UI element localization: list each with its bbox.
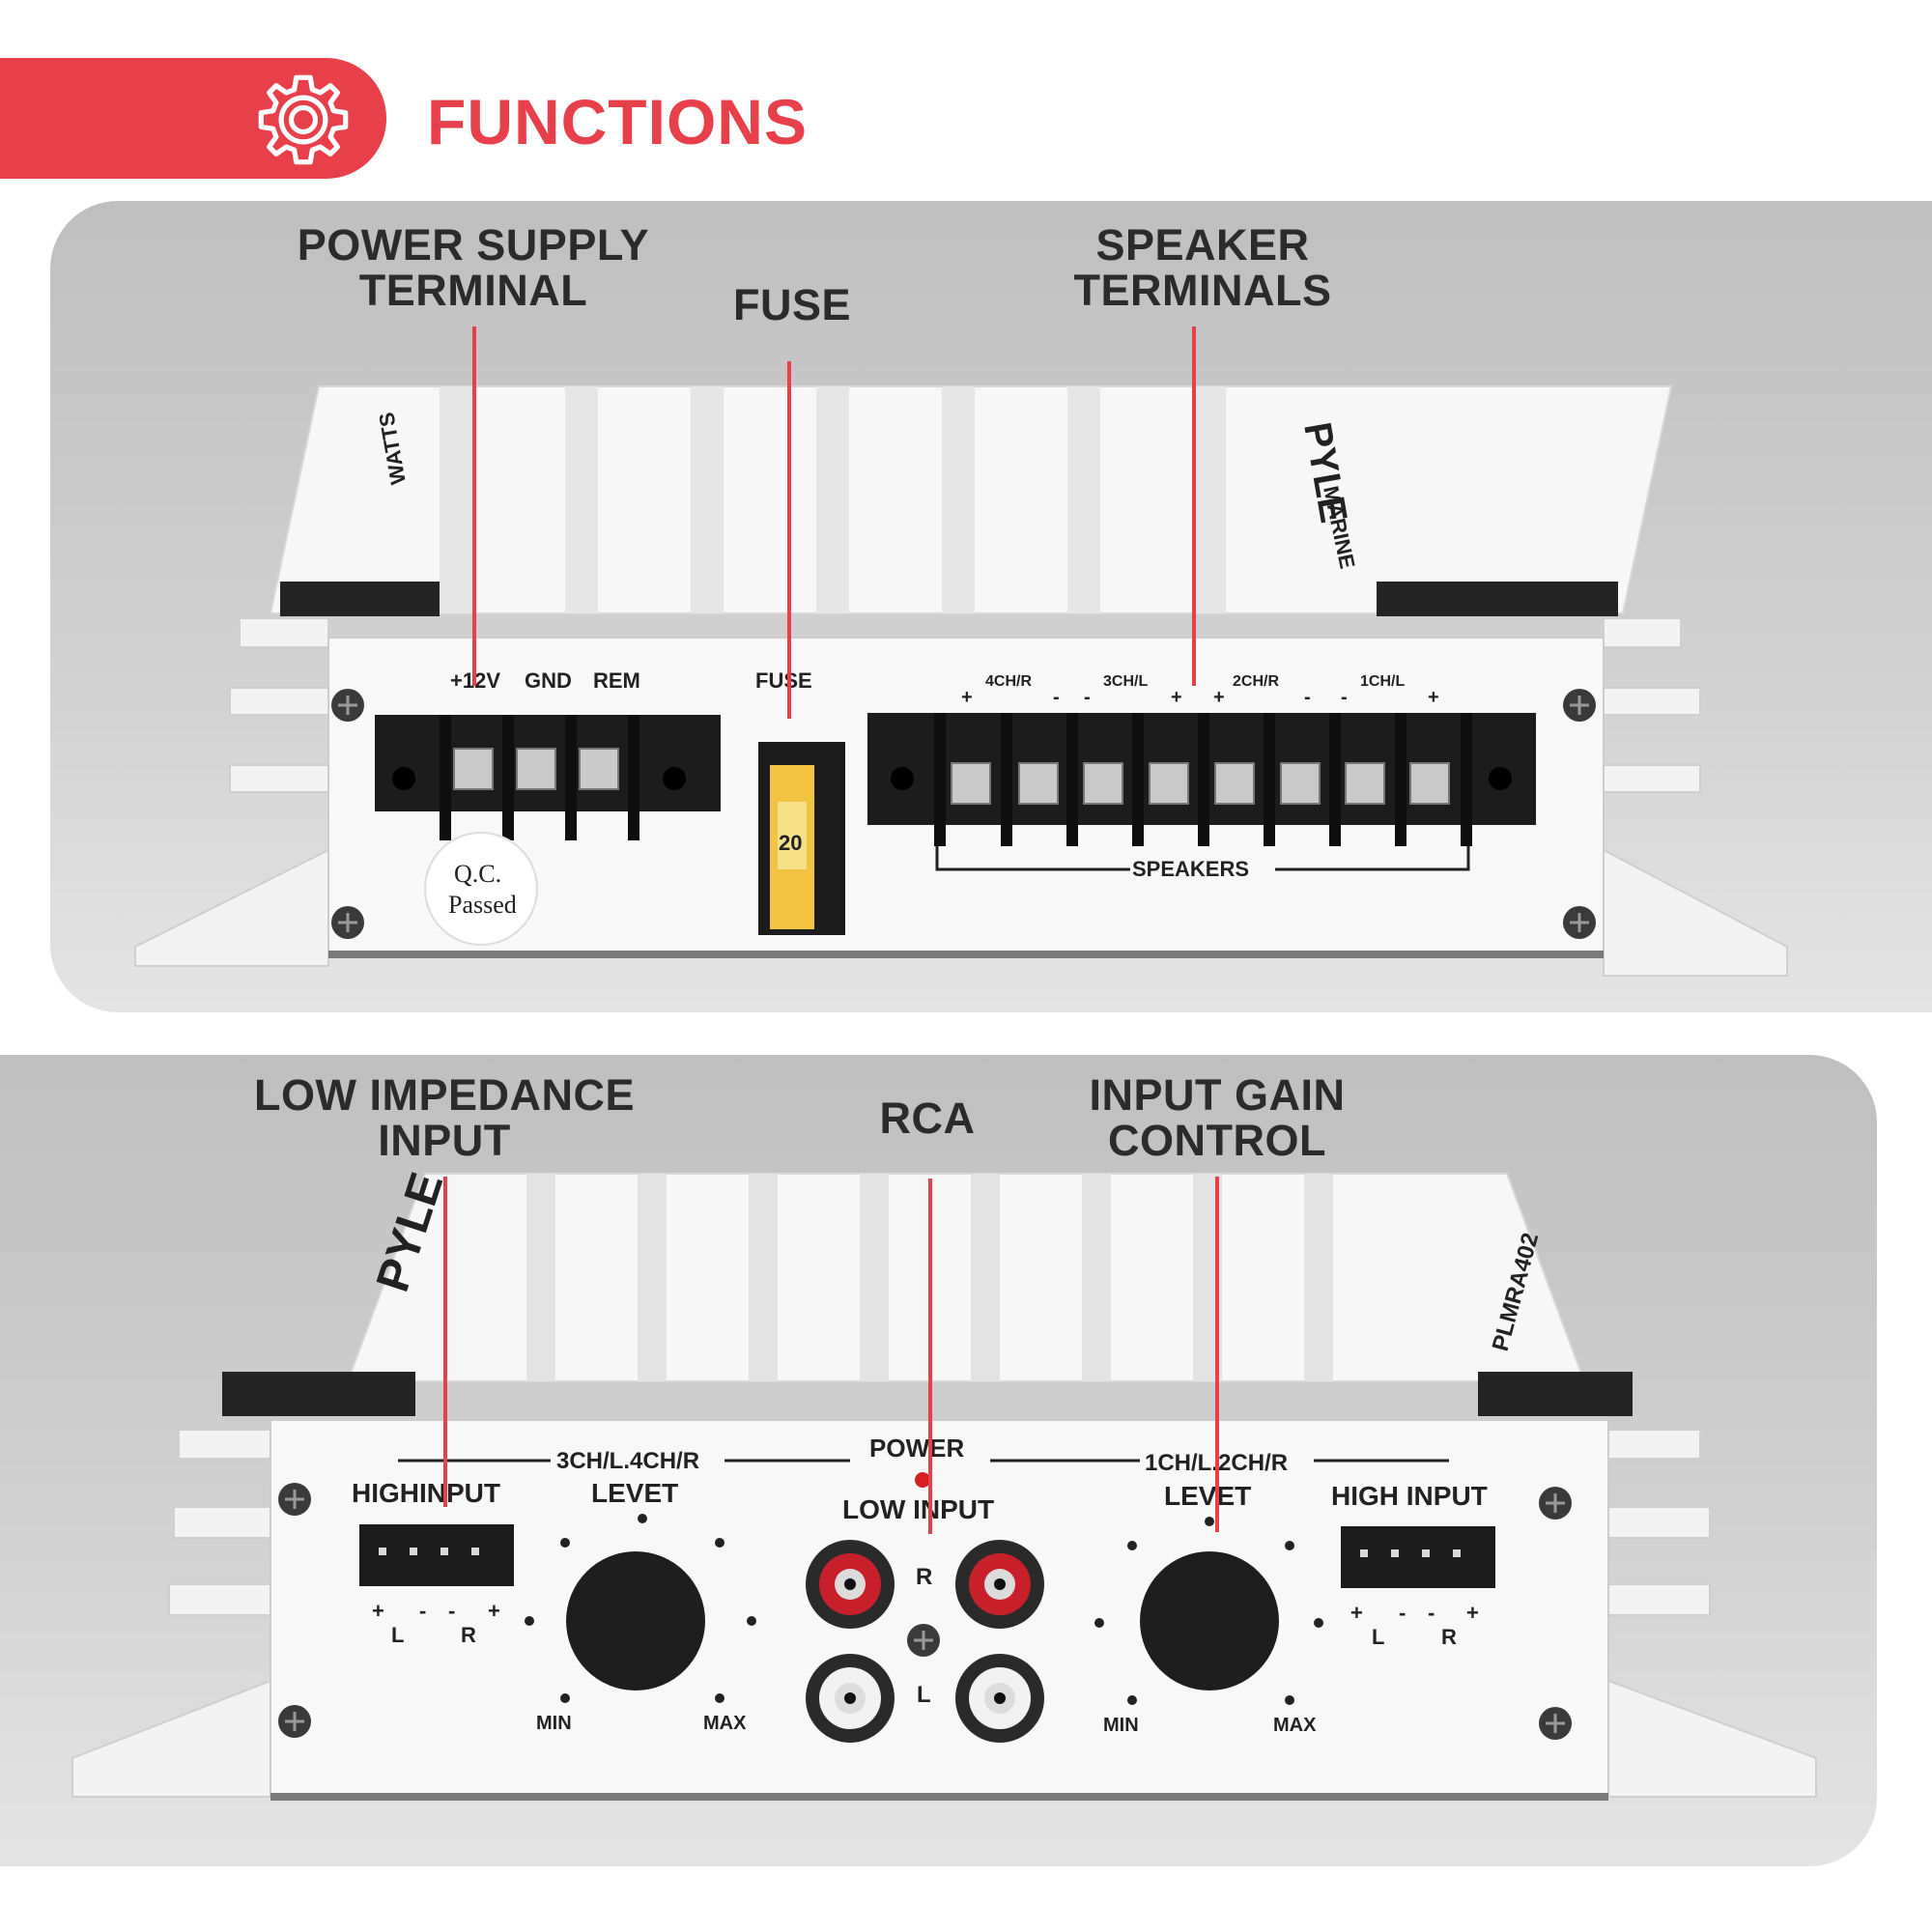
polarity-mark: +: [1213, 687, 1225, 708]
low-input-label: LOW INPUT: [842, 1494, 994, 1524]
polarity-mark: -: [1304, 687, 1311, 708]
polarity-mark: -: [1053, 687, 1060, 708]
page-title: FUNCTIONS: [427, 86, 808, 157]
polarity-mark: -: [419, 1599, 426, 1623]
pointer-power-terminal: [472, 327, 476, 686]
channel-label-2ch: 2CH/R: [1233, 673, 1279, 690]
fuse-plate-label: FUSE: [755, 668, 812, 693]
polarity-mark: -: [1084, 687, 1091, 708]
callout-input-gain-control: INPUT GAIN CONTROL: [1089, 1070, 1346, 1166]
high-input-label-right: HIGH INPUT: [1331, 1481, 1488, 1511]
pointer-speaker-terminals: [1192, 327, 1196, 686]
polarity-mark: +: [1171, 687, 1182, 708]
callout-rca: RCA: [879, 1094, 976, 1143]
max-label-left: MAX: [703, 1713, 747, 1734]
polarity-mark: -: [448, 1599, 455, 1623]
lr-label: L: [1372, 1625, 1384, 1649]
callout-fuse: FUSE: [732, 280, 851, 329]
polarity-mark: +: [1466, 1601, 1479, 1625]
polarity-mark: +: [372, 1599, 384, 1623]
high-input-label-left: HIGHINPUT: [352, 1478, 500, 1508]
lr-label: L: [391, 1623, 404, 1647]
polarity-mark: -: [1428, 1601, 1435, 1625]
min-label-right: MIN: [1103, 1715, 1139, 1736]
max-label-right: MAX: [1273, 1715, 1317, 1736]
header-banner: [0, 58, 386, 179]
rca-r-label: R: [916, 1564, 932, 1590]
lr-label: R: [461, 1623, 476, 1647]
rca-l-label: L: [917, 1682, 931, 1708]
power-led-label: POWER: [869, 1434, 964, 1463]
callout-power-supply-terminal: POWER SUPPLY TERMINAL: [297, 220, 650, 316]
channel-label-3ch: 3CH/L: [1103, 673, 1148, 690]
level-label-left: LEVET: [591, 1478, 678, 1508]
qc-sticker-line1: Q.C.: [454, 860, 501, 888]
channel-label-1ch: 1CH/L: [1360, 673, 1405, 690]
level-label-right: LEVET: [1164, 1481, 1251, 1511]
power-label-gnd: GND: [525, 668, 572, 693]
pointer-low-impedance: [443, 1177, 447, 1507]
polarity-mark: -: [1399, 1601, 1406, 1625]
channel-label-4ch: 4CH/R: [985, 673, 1032, 690]
pointer-input-gain: [1215, 1177, 1219, 1532]
polarity-mark: +: [961, 687, 973, 708]
gear-icon: [258, 74, 349, 165]
callout-low-impedance-input: LOW IMPEDANCE INPUT: [254, 1070, 635, 1166]
polarity-mark: +: [1350, 1601, 1363, 1625]
pointer-fuse: [787, 361, 791, 719]
qc-sticker-line2: Passed: [448, 891, 517, 919]
callout-speaker-terminals: SPEAKER TERMINALS: [1073, 220, 1332, 316]
polarity-mark: +: [488, 1599, 500, 1623]
pointer-rca: [928, 1179, 932, 1534]
min-label-left: MIN: [536, 1713, 572, 1734]
group-label-3ch-4ch: 3CH/L.4CH/R: [556, 1448, 699, 1474]
speakers-label: SPEAKERS: [1132, 857, 1249, 881]
polarity-mark: -: [1341, 687, 1348, 708]
polarity-mark: +: [1428, 687, 1439, 708]
fuse-rating: 20: [779, 831, 802, 855]
power-label-rem: REM: [593, 668, 640, 693]
lr-label: R: [1441, 1625, 1457, 1649]
